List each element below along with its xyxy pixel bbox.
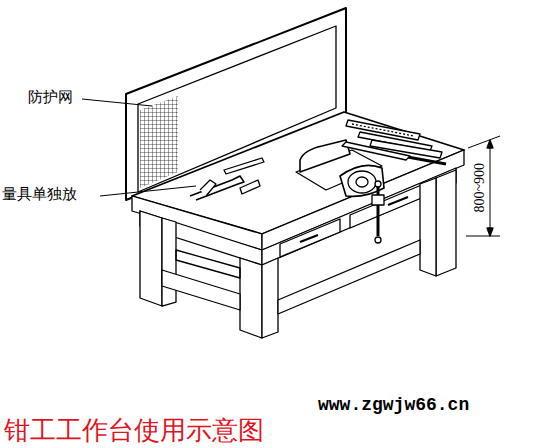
watermark: www.zgwjw66.cn: [318, 396, 469, 416]
part-label: 防护网: [28, 89, 73, 106]
caption: 钳工工作台使用示意图: [4, 416, 264, 445]
dimension-label: 800~900: [472, 161, 487, 215]
part-label: 量具单独放: [2, 186, 77, 203]
